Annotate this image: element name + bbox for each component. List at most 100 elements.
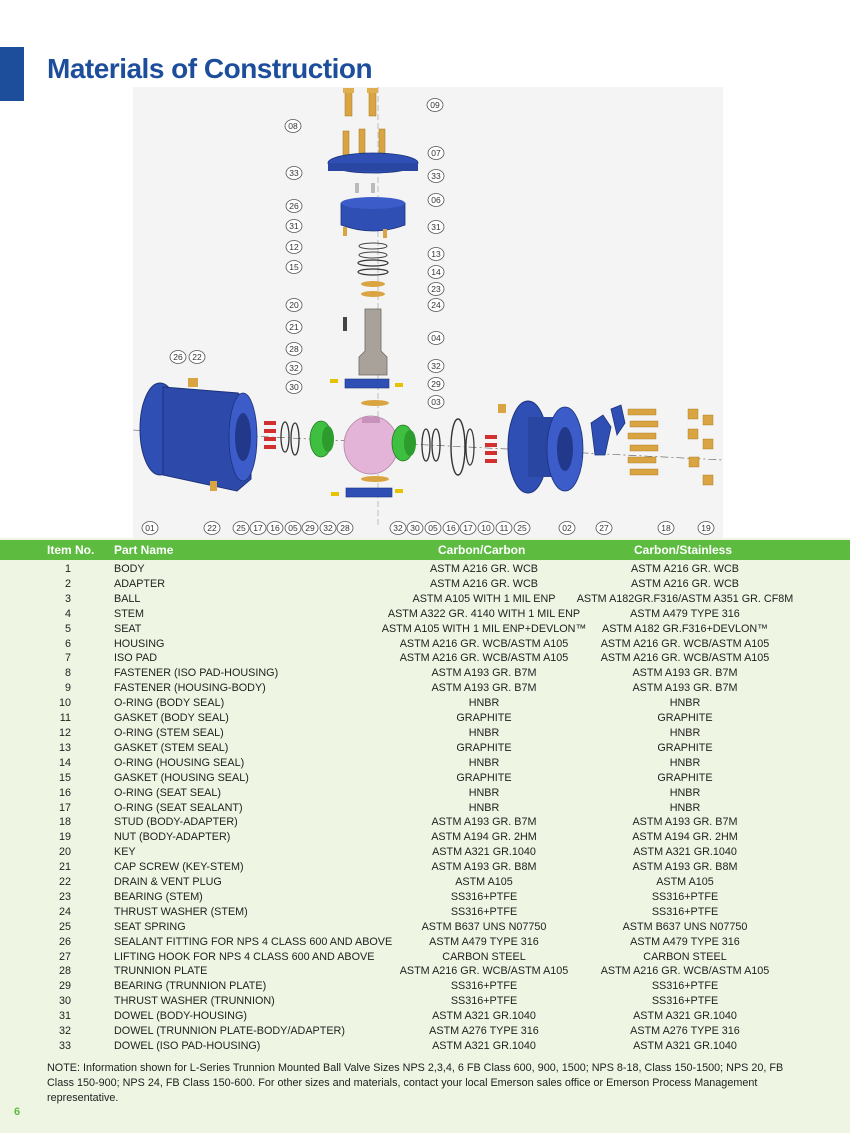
carbon-stainless-material: SS316+PTFE bbox=[651, 905, 719, 918]
part-name: FASTENER (HOUSING-BODY) bbox=[114, 682, 266, 695]
thrust-washer-icon bbox=[361, 476, 389, 482]
part-name: ISO PAD bbox=[114, 652, 157, 665]
footnote: NOTE: Information shown for L-Series Tru… bbox=[47, 1062, 784, 1104]
item-number: 18 bbox=[58, 816, 71, 829]
callout-label: 08 bbox=[288, 121, 298, 131]
carbon-carbon-material: ASTM A322 GR. 4140 WITH 1 MIL ENP bbox=[387, 607, 581, 620]
part-name: SEAT bbox=[114, 622, 142, 635]
callout-bubble: 27 bbox=[595, 521, 613, 535]
callout-label: 18 bbox=[661, 523, 671, 533]
callout-bubble: 02 bbox=[558, 521, 576, 535]
ball-icon bbox=[343, 415, 399, 475]
seat-springs-left-icon bbox=[264, 421, 276, 449]
carbon-stainless-material: ASTM A193 GR. B7M bbox=[632, 816, 738, 829]
carbon-stainless-material: GRAPHITE bbox=[657, 771, 713, 784]
thrust-washer-icon bbox=[361, 400, 389, 406]
carbon-stainless-material: ASTM A216 GR. WCB bbox=[631, 563, 739, 575]
carbon-carbon-material: ASTM A216 GR. WCB bbox=[430, 577, 538, 590]
item-number: 22 bbox=[58, 876, 71, 889]
carbon-carbon-material: ASTM A321 GR.1040 bbox=[432, 1040, 536, 1052]
o-ring-icon bbox=[465, 428, 475, 466]
carbon-stainless-material: ASTM A321 GR.1040 bbox=[633, 846, 737, 859]
carbon-stainless-material: ASTM A216 GR. WCB/ASTM A105 bbox=[600, 652, 770, 665]
carbon-stainless-material: SS316+PTFE bbox=[651, 980, 719, 993]
item-number: 3 bbox=[64, 592, 71, 605]
item-number: 32 bbox=[58, 1025, 71, 1038]
part-name: STEM bbox=[114, 607, 144, 620]
part-name: BALL bbox=[114, 592, 141, 605]
callout-bubble: 23 bbox=[427, 282, 445, 296]
table-section-background bbox=[0, 538, 850, 1133]
dowel-icon bbox=[371, 183, 375, 193]
carbon-stainless-material: GRAPHITE bbox=[657, 712, 713, 725]
callout-label: 30 bbox=[410, 523, 420, 533]
callout-label: 06 bbox=[431, 195, 441, 205]
item-number: 14 bbox=[58, 756, 71, 769]
item-number: 10 bbox=[58, 697, 71, 710]
housing-bolts-icon bbox=[343, 88, 378, 117]
callout-label: 31 bbox=[289, 221, 299, 231]
o-ring-icon bbox=[421, 428, 431, 462]
callout-label: 28 bbox=[340, 523, 350, 533]
key-icon bbox=[343, 317, 347, 331]
part-name: O-RING (STEM SEAL) bbox=[114, 726, 224, 739]
callout-bubble: 32 bbox=[319, 521, 337, 535]
callout-label: 12 bbox=[289, 242, 299, 252]
seat-springs-right-icon bbox=[485, 435, 497, 463]
callout-label: 17 bbox=[463, 523, 473, 533]
part-name: O-RING (HOUSING SEAL) bbox=[114, 756, 245, 769]
o-ring-icon bbox=[431, 428, 441, 462]
callout-label: 27 bbox=[599, 523, 609, 533]
callout-bubble: 16 bbox=[442, 521, 460, 535]
callout-label: 29 bbox=[431, 379, 441, 389]
gasket-icon bbox=[450, 418, 466, 476]
dowel-icon bbox=[395, 383, 403, 387]
carbon-carbon-material: ASTM A216 GR. WCB/ASTM A105 bbox=[399, 965, 569, 978]
callout-label: 05 bbox=[428, 523, 438, 533]
callout-label: 26 bbox=[289, 201, 299, 211]
carbon-stainless-material: ASTM A194 GR. 2HM bbox=[632, 831, 738, 844]
part-name: THRUST WASHER (STEM) bbox=[114, 905, 248, 918]
callout-bubble: 31 bbox=[427, 220, 445, 234]
callout-bubble: 17 bbox=[249, 521, 267, 535]
part-name: STUD (BODY-ADAPTER) bbox=[114, 816, 238, 829]
item-number: 17 bbox=[58, 801, 71, 814]
callout-bubble: 05 bbox=[424, 521, 442, 535]
carbon-carbon-material: SS316+PTFE bbox=[450, 890, 518, 903]
carbon-carbon-material: ASTM A193 GR. B8M bbox=[431, 861, 537, 874]
item-number: 23 bbox=[58, 890, 71, 903]
dowel-icon bbox=[383, 229, 387, 238]
callout-label: 26 bbox=[173, 352, 183, 362]
trunnion-plate-bottom-icon bbox=[345, 487, 393, 498]
carbon-carbon-material: HNBR bbox=[468, 697, 500, 710]
item-number: 15 bbox=[58, 771, 71, 784]
callout-label: 16 bbox=[446, 523, 456, 533]
iso-pad-bolts-icon bbox=[342, 128, 386, 156]
item-number: 9 bbox=[64, 682, 71, 695]
part-name: KEY bbox=[114, 846, 136, 859]
carbon-stainless-material: HNBR bbox=[669, 697, 701, 710]
o-ring-icon bbox=[280, 421, 290, 453]
callout-bubble: 32 bbox=[427, 359, 445, 373]
callout-label: 04 bbox=[431, 333, 441, 343]
carbon-carbon-material: ASTM A276 TYPE 316 bbox=[429, 1025, 539, 1038]
item-number: 27 bbox=[58, 950, 71, 963]
part-name: O-RING (SEAT SEAL) bbox=[114, 786, 221, 799]
callout-label: 17 bbox=[253, 523, 263, 533]
carbon-carbon-material: SS316+PTFE bbox=[450, 980, 518, 993]
nuts-icon bbox=[687, 408, 714, 486]
callout-label: 25 bbox=[517, 523, 527, 533]
callout-label: 22 bbox=[192, 352, 202, 362]
item-number: 7 bbox=[64, 652, 71, 665]
adapter-icon bbox=[498, 400, 584, 494]
callout-label: 28 bbox=[289, 344, 299, 354]
callout-label: 31 bbox=[431, 222, 441, 232]
callout-label: 13 bbox=[431, 249, 441, 259]
